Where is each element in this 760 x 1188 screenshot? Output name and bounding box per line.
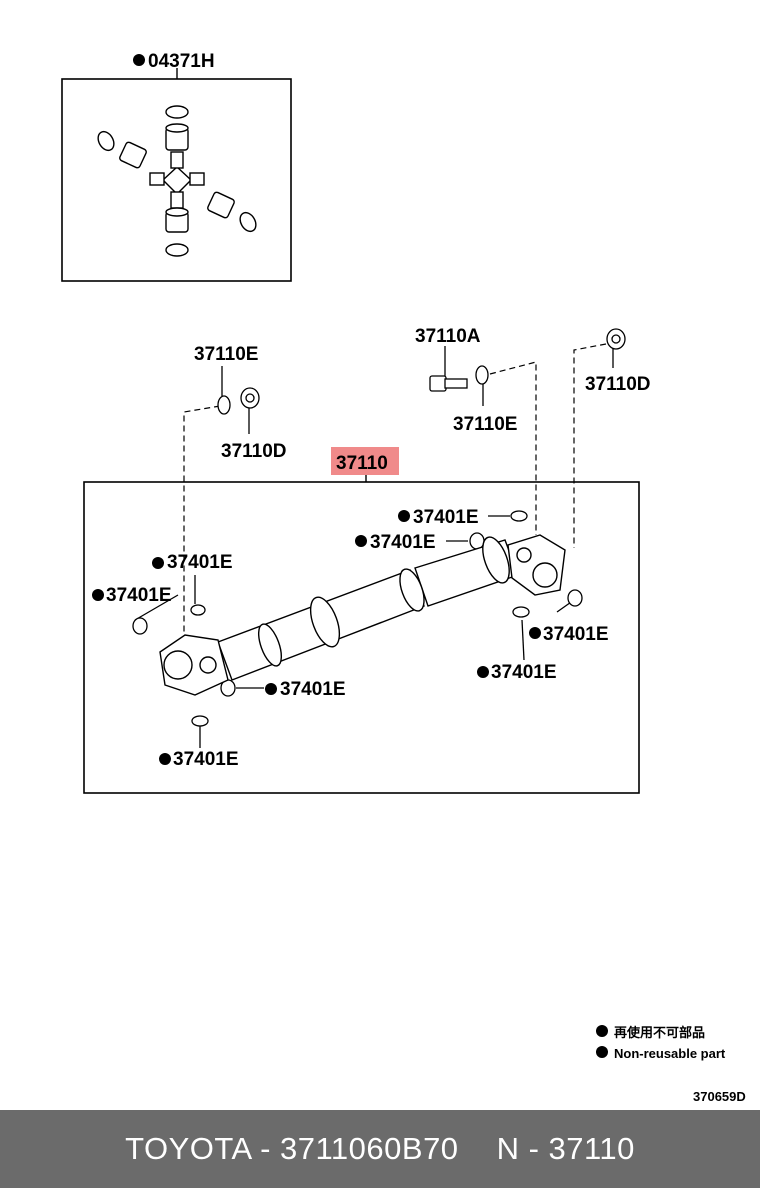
- legend-dot: [596, 1025, 608, 1037]
- callouts: 04371H 37110E 37110D 37110A 37110E 37110…: [92, 51, 651, 770]
- label-37401e: 37401E: [106, 585, 172, 606]
- label-37110d-right: 37110D: [585, 374, 651, 395]
- label-04371h: 04371H: [148, 51, 215, 72]
- legend-dot: [596, 1046, 608, 1058]
- legend-text-en: Non-reusable part: [614, 1046, 726, 1061]
- non-reusable-dot: [159, 753, 171, 765]
- solid-leaders: [134, 346, 614, 748]
- diagram-code: 370659D: [693, 1089, 746, 1104]
- label-37110a: 37110A: [415, 326, 481, 347]
- label-37401e: 37401E: [173, 749, 239, 770]
- label-37401e: 37401E: [413, 507, 479, 528]
- label-37110e-right: 37110E: [453, 414, 517, 435]
- legend: 再使用不可部品 Non-reusable part: [596, 1025, 726, 1061]
- label-37401e: 37401E: [543, 624, 609, 645]
- non-reusable-dot: [355, 535, 367, 547]
- label-37110: 37110: [336, 453, 388, 474]
- legend-text-jp: 再使用不可部品: [614, 1025, 705, 1040]
- non-reusable-dot: [265, 683, 277, 695]
- label-37401e: 37401E: [280, 679, 346, 700]
- footer-bar: TOYOTA - 3711060B70 N - 37110: [0, 1110, 760, 1188]
- footer-part-number: TOYOTA - 3711060B70: [125, 1131, 459, 1166]
- shaft-assembly-box: [83, 481, 640, 794]
- label-37401e: 37401E: [491, 662, 557, 683]
- label-37401e: 37401E: [370, 532, 436, 553]
- non-reusable-dot: [477, 666, 489, 678]
- non-reusable-dot: [398, 510, 410, 522]
- highlight-37110: [331, 447, 399, 475]
- footer-reference: N - 37110: [496, 1131, 635, 1166]
- label-37110d-left: 37110D: [221, 441, 287, 462]
- non-reusable-dot: [152, 557, 164, 569]
- parts-diagram: 04371H 37110E 37110D 37110A 37110E 37110…: [61, 51, 746, 1104]
- label-37110e-left: 37110E: [194, 344, 258, 365]
- non-reusable-dot: [529, 627, 541, 639]
- dashed-leaders: [183, 343, 607, 640]
- spider-kit-group: [61, 68, 292, 282]
- label-37401e: 37401E: [167, 552, 233, 573]
- hardware-parts: [132, 328, 626, 727]
- non-reusable-dot: [133, 54, 145, 66]
- propeller-shaft: [159, 534, 566, 696]
- non-reusable-dot: [92, 589, 104, 601]
